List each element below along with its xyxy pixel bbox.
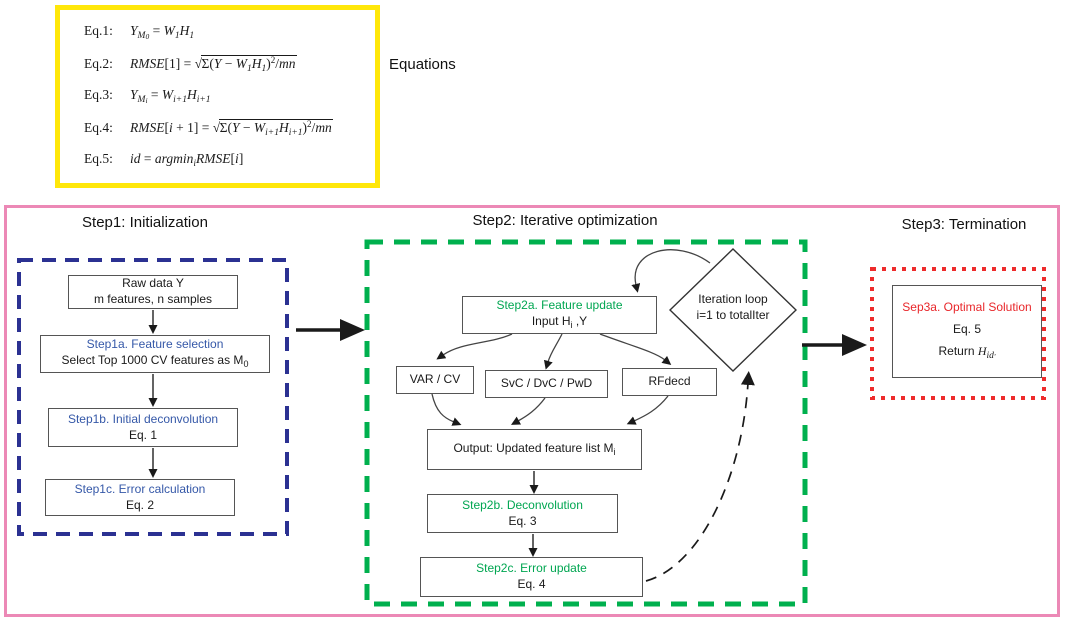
- arrow-step2c-to-diamond-dashed: [645, 371, 755, 582]
- step1b-detail: Eq. 1: [128, 427, 158, 442]
- step1c-detail: Eq. 2: [125, 497, 155, 512]
- equation-label: Eq.5:: [84, 151, 113, 166]
- equation-row-4: Eq.4: RMSE[i + 1] = √Σ(Y − Wi+1Hi+1)2/mn: [84, 119, 369, 138]
- arrow-varcv-to-output: [431, 393, 462, 426]
- step1b-box: Step1b. Initial deconvolution Eq. 1: [48, 408, 238, 447]
- raw-data-box: Raw data Y m features, n samples: [68, 275, 238, 309]
- step1a-title: Step1a. Feature selection: [86, 337, 224, 352]
- step2b-title: Step2b. Deconvolution: [462, 497, 583, 512]
- equation-formula: YMi = Wi+1Hi+1: [130, 87, 211, 105]
- step2-dashed-border: [364, 239, 808, 607]
- step3a-box: Sep3a. Optimal Solution Eq. 5 Return Hid…: [892, 285, 1042, 378]
- step2b-detail: Eq. 3: [508, 513, 537, 528]
- equation-formula: RMSE[i + 1] = √Σ(Y − Wi+1Hi+1)2/mn: [130, 119, 333, 138]
- step1a-detail: Select Top 1000 CV features as M0: [61, 352, 249, 369]
- step2a-title: Step2a. Feature update: [496, 298, 623, 313]
- method-rfdecd-label: RFdecd: [648, 374, 691, 389]
- step2c-title: Step2c. Error update: [476, 561, 587, 576]
- equation-row-5: Eq.5: id = argminiRMSE[i]: [84, 151, 369, 170]
- step1-title: Step1: Initialization: [82, 214, 208, 231]
- equations-caption: Equations: [389, 56, 456, 73]
- step3-title: Step3: Termination: [901, 216, 1027, 233]
- step1-dashed-border: [17, 258, 289, 536]
- arrow-svc-to-output: [511, 397, 546, 425]
- arrow-rfdecd-to-output: [626, 395, 669, 425]
- output-feature-list-label: Output: Updated feature list Mi: [453, 440, 616, 457]
- raw-data-line2: m features, n samples: [93, 292, 213, 306]
- step1b-title: Step1b. Initial deconvolution: [67, 411, 219, 426]
- equation-formula: id = argminiRMSE[i]: [130, 151, 244, 169]
- iteration-loop-diamond: [668, 248, 798, 372]
- step1a-box: Step1a. Feature selection Select Top 100…: [40, 335, 270, 373]
- arrow-step2a-to-varcv: [436, 333, 513, 360]
- raw-data-line1: Raw data Y: [122, 276, 184, 291]
- equation-label: Eq.3:: [84, 87, 113, 102]
- step1c-title: Step1c. Error calculation: [74, 481, 206, 496]
- equation-label: Eq.2:: [84, 56, 113, 71]
- step3a-eq: Eq. 5: [952, 322, 982, 337]
- step3a-return: Return Hid': [938, 344, 996, 362]
- arrow-diamond-to-step2a: [631, 249, 711, 293]
- output-feature-list-box: Output: Updated feature list Mi: [427, 429, 642, 470]
- method-var-cv-label: VAR / CV: [409, 372, 461, 387]
- equation-formula: RMSE[1] = √Σ(Y − W1H1)2/mn: [130, 55, 297, 74]
- step2-title: Step2: Iterative optimization: [472, 212, 658, 229]
- arrow-step2a-to-rfdecd: [599, 333, 672, 365]
- step2a-detail: Input Hi ,Y: [531, 313, 588, 330]
- iteration-loop-line2: i=1 to totalIter: [696, 308, 770, 323]
- iteration-loop-line1: Iteration loop: [698, 292, 768, 306]
- step3a-title: Sep3a. Optimal Solution: [902, 300, 1032, 315]
- equation-row-1: Eq.1: YM0 = W1H1: [84, 23, 369, 42]
- equation-row-3: Eq.3: YMi = Wi+1Hi+1: [84, 87, 369, 106]
- equation-row-2: Eq.2: RMSE[1] = √Σ(Y − W1H1)2/mn: [84, 55, 369, 74]
- arrow-step2a-to-svc: [543, 333, 563, 370]
- equations-panel: Eq.1: YM0 = W1H1 Eq.2: RMSE[1] = √Σ(Y − …: [55, 5, 380, 188]
- iteration-loop-label: Iteration loop i=1 to totalIter: [668, 291, 798, 323]
- step2a-box: Step2a. Feature update Input Hi ,Y: [462, 296, 657, 334]
- equation-label: Eq.4:: [84, 120, 113, 135]
- step2c-box: Step2c. Error update Eq. 4: [420, 557, 643, 597]
- step2c-detail: Eq. 4: [517, 577, 546, 591]
- step1c-box: Step1c. Error calculation Eq. 2: [45, 479, 235, 516]
- equation-formula: YM0 = W1H1: [130, 23, 195, 41]
- method-rfdecd-box: RFdecd: [622, 368, 717, 396]
- equation-label: Eq.1:: [84, 23, 113, 38]
- method-svc-dvc-pwd-label: SvC / DvC / PwD: [500, 376, 593, 391]
- step2b-box: Step2b. Deconvolution Eq. 3: [427, 494, 618, 533]
- method-svc-dvc-pwd-box: SvC / DvC / PwD: [485, 370, 608, 398]
- method-var-cv-box: VAR / CV: [396, 366, 474, 394]
